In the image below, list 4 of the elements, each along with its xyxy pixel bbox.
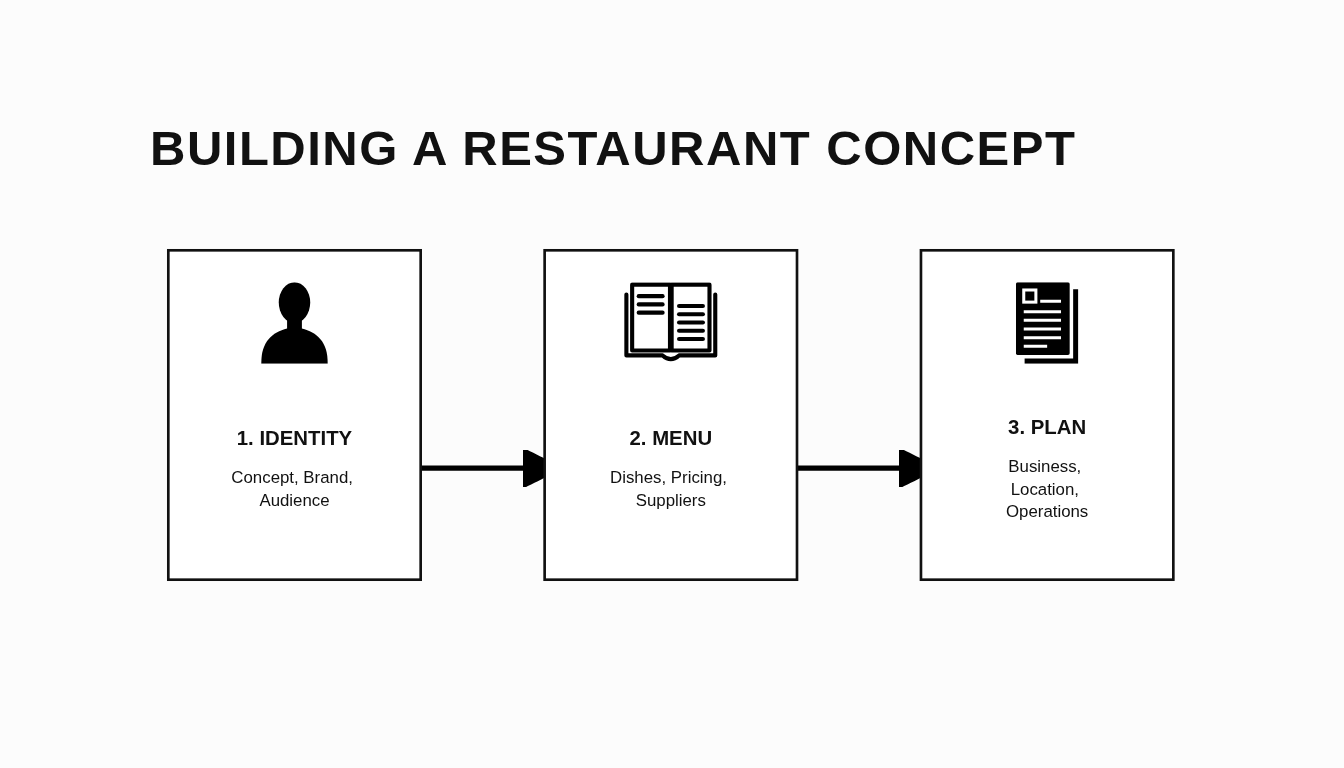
node-box: 3. PLAN Business, Location, Operations [919, 249, 1175, 582]
title: BUILDING A RESTAURANT CONCEPT [150, 120, 1077, 176]
node-box: 1. IDENTITY Concept, Brand, Audience [167, 249, 423, 582]
node-box: 2. MENU Dishes, Pricing, Suppliers [543, 249, 799, 582]
